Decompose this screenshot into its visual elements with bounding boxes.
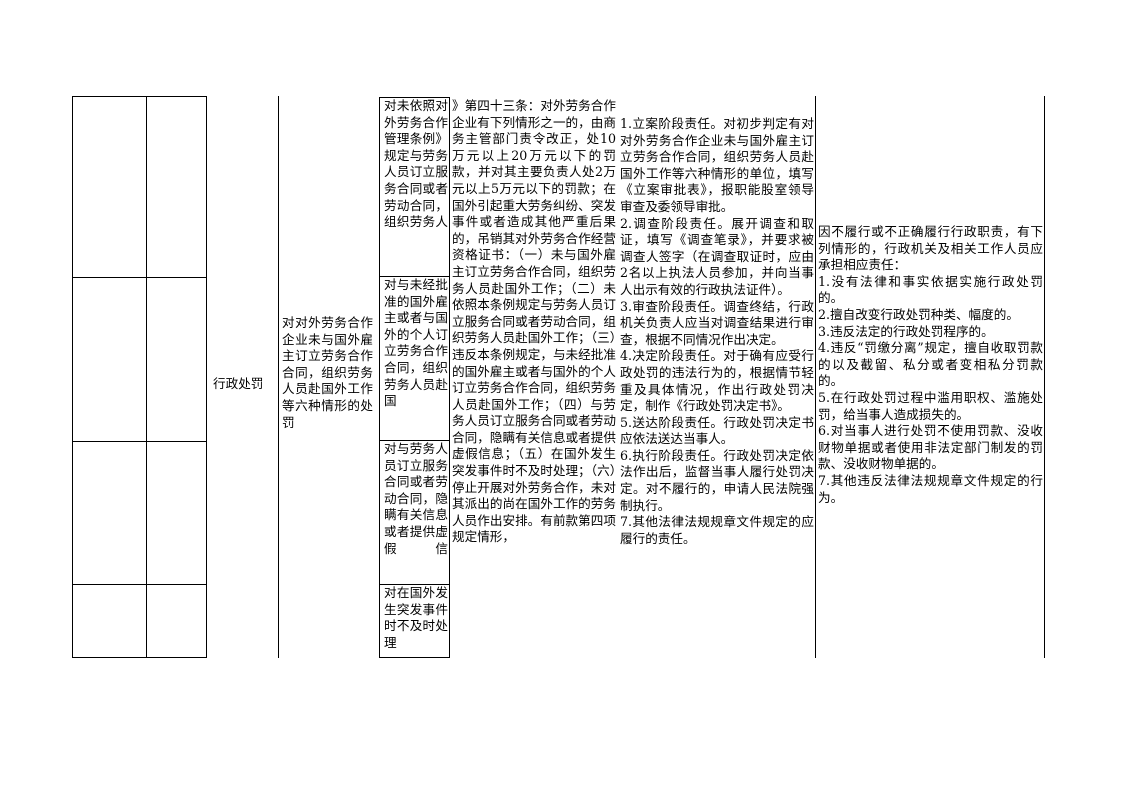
sub-item-2: 对与未经批准的国外雇主或者与国外的个人订立劳务合作合同，组织劳务人员赴国 [379,276,450,441]
row-top-left-1 [72,96,206,97]
table-right-border [1044,96,1045,658]
responsibilities-cell: 1.立案阶段责任。对初步判定有对对外劳务合作企业未与国外雇主订立劳务合作合同，组… [620,116,814,546]
col-divider-2 [206,96,207,658]
legal-basis-cell: 》第四十三条：对外劳务合作企业有下列情形之一的，由商务主管部门责令改正，处10万… [452,98,616,545]
sub-item-4: 对在国外发生突发事件时不及时处理 [379,584,450,658]
table-left-border [72,96,73,658]
sub-item-3: 对与劳务人员订立服务合同或者劳动合同，隐瞒有关信息或者提供虚假信 [379,440,450,585]
row-divider-left-1 [72,277,206,278]
category-cell: 行政处罚 [213,376,264,391]
item-name-cell: 对对外劳务合作企业未与国外雇主订立劳务合作合同，组织劳务人员赴国外工作等六种情形… [282,315,373,430]
col-divider-1 [146,96,147,658]
accountability-cell: 因不履行或不正确履行行政职责，有下列情形的，行政机关及相关工作人员应承担相应责任… [818,224,1043,505]
row-divider-left-3 [72,584,206,585]
col-divider-3 [278,96,279,658]
table-bottom-left [72,657,206,658]
col-divider-4 [815,96,816,658]
row-divider-left-2 [72,441,206,442]
sub-item-1: 对未依照对外劳务合作管理条例》规定与劳务人员订立服务合同或者劳动合同，组织劳务人 [379,97,450,277]
